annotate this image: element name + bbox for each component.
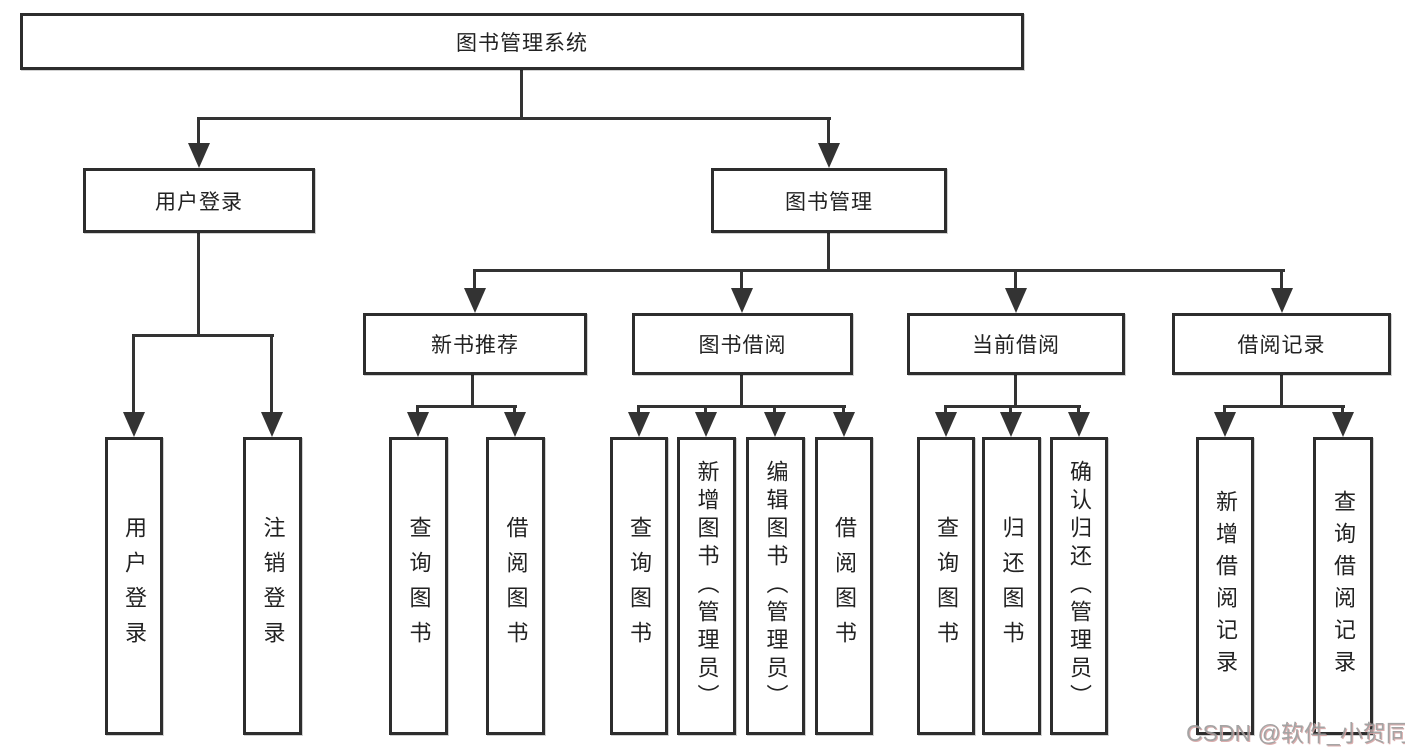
node-book-borrow: 图书借阅 — [632, 313, 853, 375]
leaf-newbook-borrow-book-label: 借阅图书 — [503, 516, 529, 656]
leaf-borrow-query-book-label: 查询图书 — [627, 516, 652, 656]
leaf-borrow-borrow-book: 借阅图书 — [815, 437, 873, 735]
arrow-down-icon — [464, 288, 486, 313]
connector-line — [1341, 405, 1344, 415]
arrow-down-icon — [1332, 412, 1354, 437]
connector-line — [197, 117, 831, 120]
leaf-current-confirm-return-admin: 确认归还（管理员） — [1050, 437, 1108, 735]
arrow-down-icon — [818, 143, 840, 168]
leaf-record-query-record-label: 查询借阅记录 — [1331, 490, 1356, 682]
arrow-down-icon — [1000, 412, 1022, 437]
leaf-logout: 注销登录 — [243, 437, 302, 735]
connector-line — [637, 405, 846, 408]
connector-line — [842, 405, 845, 415]
leaf-borrow-borrow-book-label: 借阅图书 — [832, 516, 857, 656]
connector-line — [416, 405, 419, 415]
connector-line — [637, 405, 640, 415]
connector-line — [416, 405, 517, 408]
arrow-down-icon — [504, 412, 526, 437]
leaf-record-add-record: 新增借阅记录 — [1196, 437, 1254, 735]
leaf-borrow-query-book: 查询图书 — [610, 437, 668, 735]
node-user-login-label: 用户登录 — [155, 190, 243, 214]
arrow-down-icon — [764, 412, 786, 437]
connector-line — [1280, 269, 1283, 291]
leaf-newbook-borrow-book: 借阅图书 — [486, 437, 545, 735]
arrow-down-icon — [628, 412, 650, 437]
connector-line — [473, 269, 1285, 272]
node-current-borrow: 当前借阅 — [907, 313, 1125, 375]
connector-line — [270, 334, 273, 414]
leaf-logout-label: 注销登录 — [260, 516, 286, 656]
connector-line — [132, 334, 135, 414]
arrow-down-icon — [407, 412, 429, 437]
connector-line — [1014, 372, 1017, 408]
arrow-down-icon — [188, 143, 210, 168]
leaf-record-add-record-label: 新增借阅记录 — [1213, 490, 1238, 682]
connector-line — [773, 405, 776, 415]
arrow-down-icon — [935, 412, 957, 437]
arrow-down-icon — [1005, 288, 1027, 313]
connector-line — [197, 231, 200, 337]
connector-line — [1009, 405, 1012, 415]
connector-line — [1223, 405, 1345, 408]
leaf-current-query-book: 查询图书 — [917, 437, 975, 735]
connector-line — [827, 117, 830, 146]
leaf-current-return-book: 归还图书 — [982, 437, 1041, 735]
node-current-borrow-label: 当前借阅 — [972, 334, 1060, 357]
node-book-management-label: 图书管理 — [785, 190, 873, 214]
leaf-borrow-add-book-admin: 新增图书（管理员） — [677, 437, 736, 735]
arrow-down-icon — [123, 412, 145, 437]
arrow-down-icon — [1271, 288, 1293, 313]
leaf-borrow-edit-book-admin: 编辑图书（管理员） — [746, 437, 805, 735]
connector-line — [944, 405, 1081, 408]
arrow-down-icon — [833, 412, 855, 437]
connector-line — [132, 334, 274, 337]
node-borrow-record: 借阅记录 — [1172, 313, 1391, 375]
node-new-book-recommend-label: 新书推荐 — [431, 334, 519, 357]
connector-line — [740, 372, 743, 408]
connector-line — [520, 66, 523, 119]
leaf-borrow-add-book-admin-label: 新增图书（管理员） — [694, 460, 720, 712]
node-book-management: 图书管理 — [711, 168, 947, 233]
csdn-watermark: CSDN @软件_小贺同学 — [1186, 720, 1405, 746]
connector-line — [1014, 269, 1017, 291]
leaf-newbook-query-book-label: 查询图书 — [406, 516, 432, 656]
leaf-user-login-label: 用户登录 — [122, 516, 147, 656]
leaf-current-query-book-label: 查询图书 — [934, 516, 959, 656]
connector-line — [197, 117, 200, 146]
arrow-down-icon — [261, 412, 283, 437]
connector-line — [1077, 405, 1080, 415]
connector-line — [513, 405, 516, 415]
arrow-down-icon — [1068, 412, 1090, 437]
connector-line — [1280, 372, 1283, 408]
node-root: 图书管理系统 — [20, 13, 1024, 70]
connector-line — [944, 405, 947, 415]
leaf-record-query-record: 查询借阅记录 — [1313, 437, 1373, 735]
arrow-down-icon — [695, 412, 717, 437]
node-user-login: 用户登录 — [83, 168, 315, 233]
connector-line — [1223, 405, 1226, 415]
leaf-user-login: 用户登录 — [105, 437, 163, 735]
connector-line — [704, 405, 707, 415]
connector-line — [473, 269, 476, 291]
node-book-borrow-label: 图书借阅 — [698, 334, 787, 357]
connector-line — [740, 269, 743, 291]
leaf-borrow-edit-book-admin-label: 编辑图书（管理员） — [763, 460, 789, 712]
node-borrow-record-label: 借阅记录 — [1237, 334, 1326, 357]
node-root-label: 图书管理系统 — [456, 31, 588, 55]
leaf-newbook-query-book: 查询图书 — [389, 437, 448, 735]
leaf-current-confirm-return-admin-label: 确认归还（管理员） — [1067, 460, 1092, 712]
arrow-down-icon — [731, 288, 753, 313]
leaf-current-return-book-label: 归还图书 — [999, 516, 1025, 656]
connector-line — [471, 372, 474, 408]
connector-line — [827, 231, 830, 272]
node-new-book-recommend: 新书推荐 — [363, 313, 587, 375]
arrow-down-icon — [1214, 412, 1236, 437]
